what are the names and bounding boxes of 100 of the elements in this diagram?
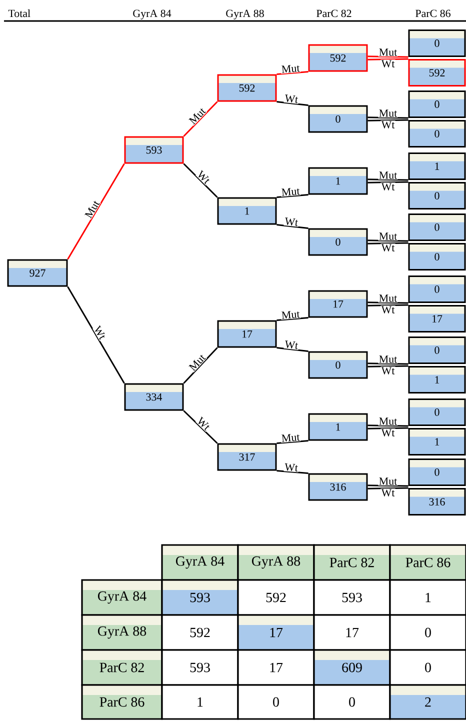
edge-label: Mut [378, 171, 398, 180]
branch-line [368, 116, 408, 119]
count-box: 1 [408, 152, 466, 180]
edge-label: Wt [380, 120, 396, 130]
count-box: 0 [408, 275, 466, 303]
table-cell: 592 [161, 614, 239, 651]
branch-line [368, 178, 408, 181]
branch-line [368, 119, 408, 122]
count-box: 593 [124, 136, 184, 164]
branch-line [368, 302, 408, 304]
count-box: 0 [408, 90, 466, 118]
edge-label: Mut [378, 48, 398, 56]
table-cell: 17 [237, 614, 315, 651]
edge-label: Wt [92, 324, 108, 342]
edge-label: Mut [378, 294, 398, 302]
table-cell: 593 [313, 579, 391, 616]
edge-label: Wt [284, 216, 300, 227]
branch-line [183, 410, 218, 444]
count-box: 17 [308, 290, 368, 318]
count-box: 0 [408, 398, 466, 426]
edge-label: Wt [284, 340, 300, 350]
branch-line [67, 286, 125, 384]
count-box: 0 [408, 213, 466, 241]
edge-label: Wt [284, 462, 299, 472]
edge-label: Mut [378, 417, 398, 426]
edge-label: Wt [380, 488, 396, 498]
branch-line [276, 224, 308, 229]
edge-label: Mut [280, 310, 301, 320]
count-box: 316 [408, 488, 466, 516]
branch-line [276, 317, 308, 321]
branch-line [276, 440, 308, 444]
count-box: 592 [308, 44, 368, 72]
table-cell: 593 [161, 579, 239, 616]
branch-line [368, 427, 408, 430]
branch-line [368, 56, 408, 58]
table-cell: 593 [161, 649, 239, 686]
column-header-cell: ParC 82 [313, 544, 391, 581]
count-box: 0 [308, 105, 368, 133]
column-header: Total [8, 9, 30, 18]
branch-line [276, 71, 308, 75]
column-header-cell: ParC 86 [389, 544, 466, 581]
edge-label: Mut [378, 355, 398, 364]
edge-label: Wt [380, 182, 396, 192]
edge-label: Mut [188, 352, 208, 372]
table-cell: 2 [389, 684, 466, 720]
branch-line [368, 240, 408, 242]
branch-line [368, 181, 408, 184]
branch-line [276, 470, 308, 474]
edge-label: Wt [284, 94, 300, 104]
branch-line [368, 487, 408, 490]
edge-label: Mut [378, 477, 398, 486]
count-box: 1 [408, 366, 466, 394]
count-box: 0 [308, 228, 368, 256]
table-cell: 0 [237, 684, 315, 720]
table-cell: 1 [389, 579, 466, 616]
edge-label: Mut [280, 432, 301, 443]
count-box: 0 [408, 243, 466, 271]
branch-line [183, 101, 218, 137]
row-header-cell: GyrA 88 [81, 614, 163, 651]
branch-line [183, 163, 218, 198]
edge-label: Mut [280, 186, 301, 197]
branch-line [276, 194, 308, 198]
edge-label: Wt [195, 169, 212, 186]
edge-label: Wt [380, 60, 396, 68]
column-header-cell: GyrA 84 [161, 544, 239, 581]
edge-label: Mut [188, 106, 208, 126]
table-cell: 17 [237, 649, 315, 686]
column-header: ParC 82 [316, 10, 352, 18]
branch-line [368, 242, 408, 244]
edge-label: Mut [378, 109, 398, 118]
table-cell: 609 [313, 649, 391, 686]
count-box: 0 [308, 351, 368, 379]
branch-line [368, 304, 408, 306]
branch-line [368, 424, 408, 427]
column-header: ParC 86 [416, 10, 450, 18]
edge-label: Wt [380, 306, 396, 314]
row-header-cell: ParC 82 [81, 649, 163, 686]
count-box: 1 [308, 167, 368, 195]
branch-line [276, 347, 308, 352]
branch-line [276, 101, 308, 106]
count-box: 317 [217, 443, 277, 471]
count-box: 927 [7, 259, 68, 287]
edge-label: Wt [195, 416, 212, 432]
edge-label: Wt [380, 244, 396, 252]
count-box: 1 [408, 428, 466, 456]
count-box: 0 [408, 336, 466, 364]
table-cell: 17 [313, 614, 391, 651]
table-cell: 0 [313, 684, 391, 720]
branch-line [368, 484, 408, 487]
branch-line [67, 163, 125, 260]
row-header-cell: GyrA 84 [81, 579, 163, 616]
count-box: 0 [408, 458, 466, 486]
edge-label: Wt [380, 366, 396, 376]
branch-line [183, 347, 218, 384]
count-box: 0 [408, 182, 466, 210]
edge-label: Mut [84, 198, 101, 220]
branch-line [368, 365, 408, 368]
count-box: 0 [408, 120, 466, 148]
table-cell: 0 [389, 614, 466, 651]
count-box: 334 [124, 383, 184, 411]
